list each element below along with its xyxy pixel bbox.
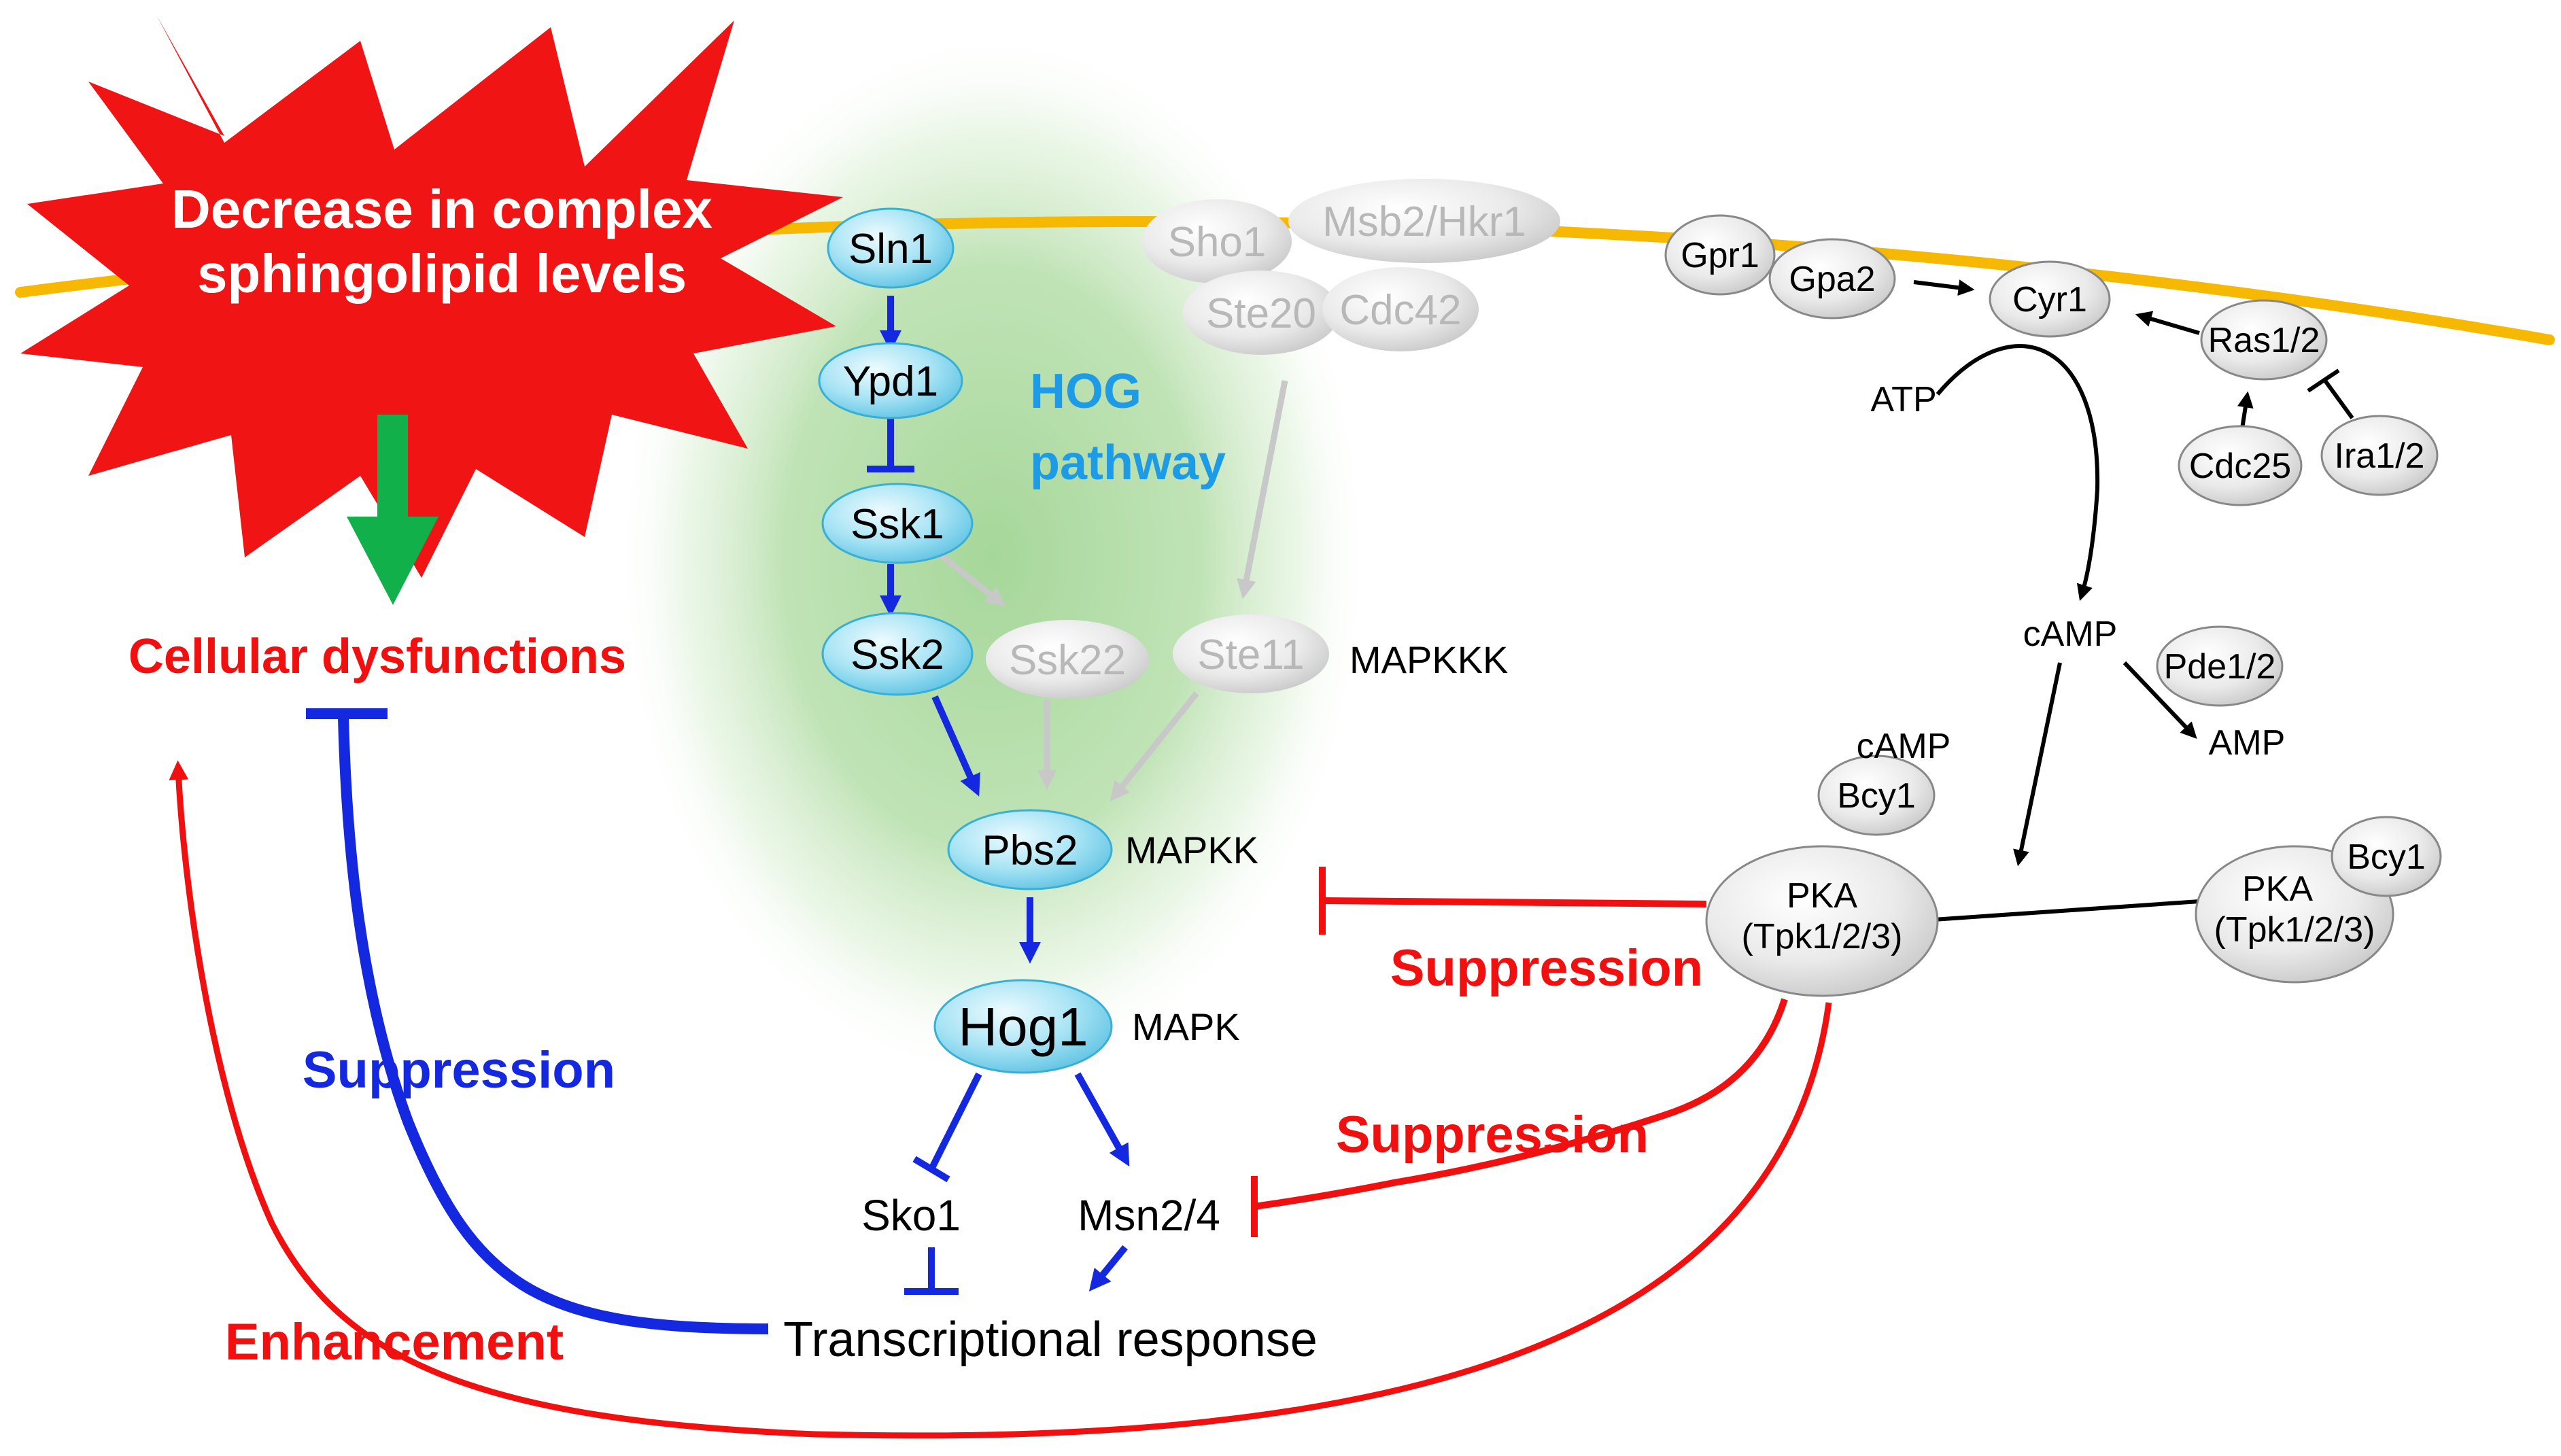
pka-node-gpr1: Gpr1 [1664,214,1776,296]
hog-node-ypd1: Ypd1 [818,342,963,419]
pka-node-bcy1-small: Bcy1 [1817,755,1936,836]
amp-label: AMP [2209,723,2286,763]
bcy1-right-label: Bcy1 [2347,837,2426,877]
hog-label-line1: HOG [1030,364,1141,419]
inactive-node-ste11: Ste11 [1173,614,1329,693]
ssk22-label: Ssk22 [1009,637,1126,684]
inactive-arrows [933,380,1288,801]
hog-node-pbs2: Pbs2 [947,809,1113,890]
msb2-label: Msb2/Hkr1 [1322,198,1526,245]
pka-arrows [1907,279,2354,929]
cdc25-label: Cdc25 [2189,447,2291,486]
red-enhancement-curve [169,760,1832,1439]
inactive-node-sho1: Sho1 [1142,199,1292,283]
msn24-label: Msn2/4 [1078,1191,1220,1240]
ssk2-label: Ssk2 [850,631,944,678]
mapkkk-label: MAPKKK [1350,638,1508,681]
burst-text-line1: Decrease in complex [171,179,712,239]
pka2-line2: (Tpk1/2/3) [2214,910,2375,950]
pka-node-bcy1-right: Bcy1 [2331,816,2442,897]
pbs2-label: Pbs2 [982,827,1078,874]
pka-node-pde12: Pde1/2 [2156,625,2284,707]
starburst-shape [20,15,843,578]
gpr1-label: Gpr1 [1681,236,1759,275]
hog-node-ssk2: Ssk2 [821,612,974,696]
pka-node-gpa2: Gpa2 [1768,238,1896,319]
hog-arrows [867,296,1130,1295]
mapkk-label: MAPKK [1125,829,1258,871]
ste20-label: Ste20 [1206,290,1316,337]
cyr1-label: Cyr1 [2012,280,2087,319]
green-arrow [347,415,439,605]
pka-main-line1: PKA [1787,876,1857,916]
inactive-node-ste20: Ste20 [1183,271,1339,355]
ira12-label: Ira1/2 [2335,436,2425,476]
suppression-label-red-1: Suppression [1390,939,1703,997]
pka2-line1: PKA [2242,869,2313,909]
pka-main-line2: (Tpk1/2/3) [1742,917,1903,956]
ras12-label: Ras1/2 [2208,321,2320,360]
camp-small-label: cAMP [1857,727,1951,766]
pka-node-ira12: Ira1/2 [2320,415,2439,496]
mapk-label: MAPK [1132,1005,1240,1048]
transcriptional-response-label: Transcriptional response [783,1313,1318,1367]
red-suppression-curve-msn [1254,998,1788,1210]
blue-suppression-curve [338,716,769,1334]
inactive-node-msb2: Msb2/Hkr1 [1288,179,1560,263]
ypd1-label: Ypd1 [843,358,938,405]
inactive-node-ssk22: Ssk22 [986,620,1149,699]
hog-node-sln1: Sln1 [827,207,955,289]
pka-node-ras12: Ras1/2 [2200,299,2328,381]
inactive-node-cdc42: Cdc42 [1322,267,1479,351]
hog-label-line2: pathway [1030,436,1226,490]
sko1-label: Sko1 [861,1191,961,1240]
sln1-label: Sln1 [848,226,933,273]
hog1-label: Hog1 [958,996,1088,1057]
red-suppression-line-pbs2 [1322,897,1707,907]
gpa2-label: Gpa2 [1789,260,1875,299]
enhancement-label: Enhancement [225,1313,564,1371]
bcy1-small-label: Bcy1 [1837,776,1916,816]
suppression-label-red-2: Suppression [1336,1106,1649,1164]
cdc42-label: Cdc42 [1339,287,1461,334]
pka-node-cyr1: Cyr1 [1989,260,2111,338]
pka-node-cdc25: Cdc25 [2178,425,2303,506]
hog-pathway-shading [612,27,1373,1088]
ssk1-label: Ssk1 [850,501,944,548]
camp-main-label: cAMP [2023,614,2118,654]
hog-node-ssk1: Ssk1 [821,483,974,564]
atp-label: ATP [1870,380,1936,419]
ste11-label: Ste11 [1197,631,1304,678]
pde12-label: Pde1/2 [2164,647,2276,687]
hog-node-hog1: Hog1 [933,979,1113,1074]
sho1-label: Sho1 [1168,219,1267,266]
suppression-label-blue: Suppression [303,1041,615,1099]
burst-text-line2: sphingolipid levels [197,243,687,304]
cellular-dysfunctions-label: Cellular dysfunctions [128,629,626,684]
pka-node-main: PKA (Tpk1/2/3) [1705,845,1939,997]
sphingolipid-decrease-burst: Decrease in complex sphingolipid levels [20,15,843,578]
